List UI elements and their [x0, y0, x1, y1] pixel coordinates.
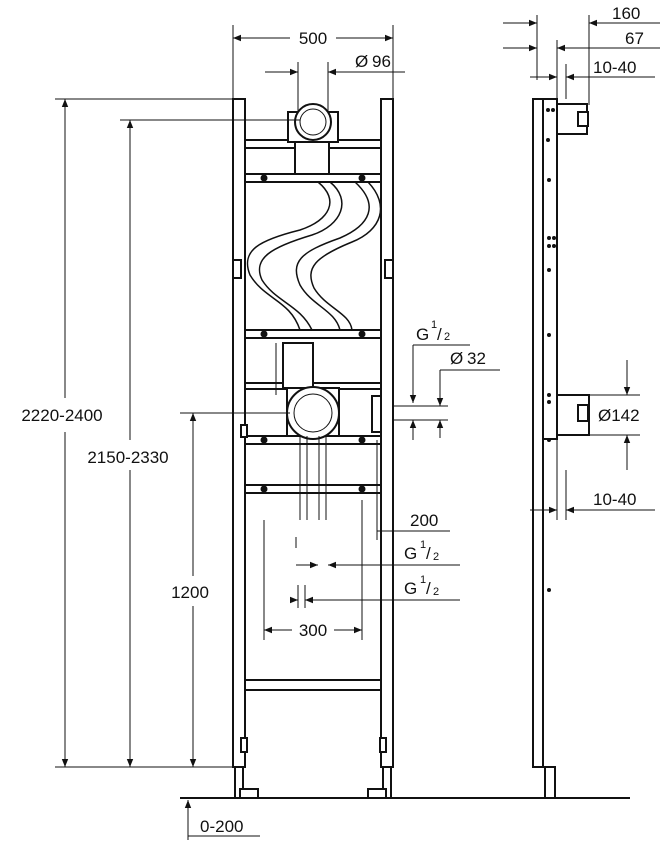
- right-clip-low: [379, 737, 387, 753]
- dim-wall-top: 10-40: [593, 58, 636, 77]
- dim-diameter-box: Ø142: [598, 406, 640, 425]
- frac-a-num: 1: [420, 539, 426, 551]
- dim-depth-total: 160: [612, 4, 640, 23]
- hose-2b: [310, 181, 382, 331]
- side-dimensions: 160 67 10-40 Ø142 10-40: [503, 4, 660, 520]
- dim-foot-adjust: 0-200: [200, 817, 243, 836]
- frac-a-den: 2: [433, 551, 439, 563]
- dim-diameter-outlet-symbol: Ø: [450, 349, 463, 368]
- dim-diameter-top-symbol: Ø: [355, 52, 368, 71]
- frac-b-slash: /: [426, 579, 431, 598]
- side-view: [532, 98, 590, 799]
- hose-1b: [258, 181, 343, 331]
- dim-height-outlet: 1200: [171, 583, 209, 602]
- side-connector: [371, 395, 382, 433]
- crossbar-bottom: [244, 679, 382, 691]
- side-mixer-cap: [577, 404, 589, 422]
- dim-offset-right: 200: [410, 511, 438, 530]
- frac-b-den: 2: [433, 586, 439, 598]
- frac-a-slash: /: [426, 544, 431, 563]
- dim-thread-num: 1: [431, 319, 437, 331]
- frac-b-num: 1: [420, 574, 426, 586]
- dim-diameter-top: 96: [372, 52, 391, 71]
- right-bracket: [384, 259, 394, 279]
- bolt-dots: [260, 174, 366, 493]
- left-clip-low: [240, 737, 248, 753]
- crossbar-6: [244, 484, 382, 494]
- hose-2: [295, 181, 370, 331]
- mixer-ring: [286, 386, 340, 440]
- dim-height-inner: 2150-2330: [87, 448, 168, 467]
- dim-diameter-outlet: 32: [467, 349, 486, 368]
- dim-spacing-bottom: 300: [299, 621, 327, 640]
- side-foot: [544, 766, 556, 799]
- dim-width: 500: [299, 29, 327, 48]
- left-bracket: [232, 259, 242, 279]
- front-view: [180, 98, 630, 799]
- dim-thread-lower-a: G: [404, 544, 417, 563]
- dim-depth-inner: 67: [625, 29, 644, 48]
- top-riser: [294, 141, 330, 175]
- dim-thread-outlet: G: [416, 325, 429, 344]
- mixer-inner: [293, 393, 333, 433]
- fraction-slash: /: [437, 325, 442, 344]
- top-outlet-inner: [299, 108, 327, 136]
- mid-riser: [282, 342, 314, 389]
- left-clip: [240, 424, 248, 438]
- dim-thread-lower-b: G: [404, 579, 417, 598]
- right-upright: [380, 98, 394, 768]
- left-foot-plate: [239, 788, 259, 799]
- side-top-cap: [577, 111, 589, 127]
- front-dimensions: 500 Ø 96 2220-2400 2150-2330 1200 0-200 …: [21, 25, 500, 840]
- dim-thread-den: 2: [444, 331, 450, 343]
- crossbar-3: [244, 329, 382, 339]
- side-upright-back: [532, 98, 544, 768]
- side-dots: [546, 108, 556, 592]
- dim-wall-bottom: 10-40: [593, 490, 636, 509]
- right-foot-plate: [367, 788, 387, 799]
- dim-height-total: 2220-2400: [21, 406, 102, 425]
- hose-1: [246, 181, 331, 331]
